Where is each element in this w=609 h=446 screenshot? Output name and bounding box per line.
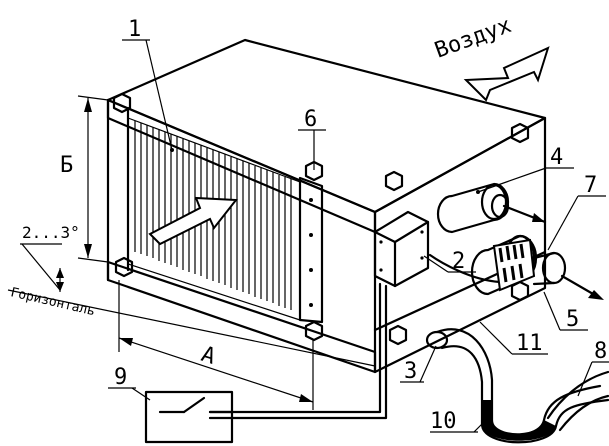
callout-4: 4 <box>550 145 563 170</box>
callout-9: 9 <box>114 365 127 390</box>
angle-label: 2...3° <box>22 223 80 242</box>
housing <box>106 38 547 374</box>
corner-bolts <box>112 92 530 346</box>
coil-fins <box>134 121 292 310</box>
housing-side-face <box>373 116 547 374</box>
front-top-rail <box>106 98 377 234</box>
drain-hose <box>425 328 609 444</box>
upper-pipe <box>436 182 547 234</box>
dim-height-label: Б <box>60 153 73 178</box>
pipe-ribbing <box>498 243 525 283</box>
air-label: Воздух <box>432 13 515 64</box>
callout-5: 5 <box>566 307 579 332</box>
callouts: 1 6 4 7 2 5 11 3 8 10 <box>108 17 609 434</box>
horizontal-reference: 2...3° Горизонталь <box>7 223 376 367</box>
coil-flange <box>298 176 324 324</box>
callout-1: 1 <box>128 17 141 42</box>
housing-top-face <box>106 38 547 214</box>
air-inlet: Воздух <box>432 13 550 102</box>
callout-7: 7 <box>584 173 597 198</box>
dim-width-label: А <box>198 342 218 370</box>
airflow-out-arrow <box>148 196 238 246</box>
callout-2: 2 <box>452 249 465 274</box>
horizontal-label: Горизонталь <box>9 285 96 319</box>
terminal-box <box>208 210 430 420</box>
callout-11: 11 <box>516 331 543 356</box>
callout-6: 6 <box>304 107 317 132</box>
dimension-b: Б <box>60 95 109 263</box>
front-bottom-rail <box>106 260 377 374</box>
controller-box <box>144 390 234 444</box>
callout-8: 8 <box>594 339 607 364</box>
callout-3: 3 <box>404 359 417 384</box>
lower-pipe <box>428 234 604 300</box>
callout-10: 10 <box>430 409 457 434</box>
